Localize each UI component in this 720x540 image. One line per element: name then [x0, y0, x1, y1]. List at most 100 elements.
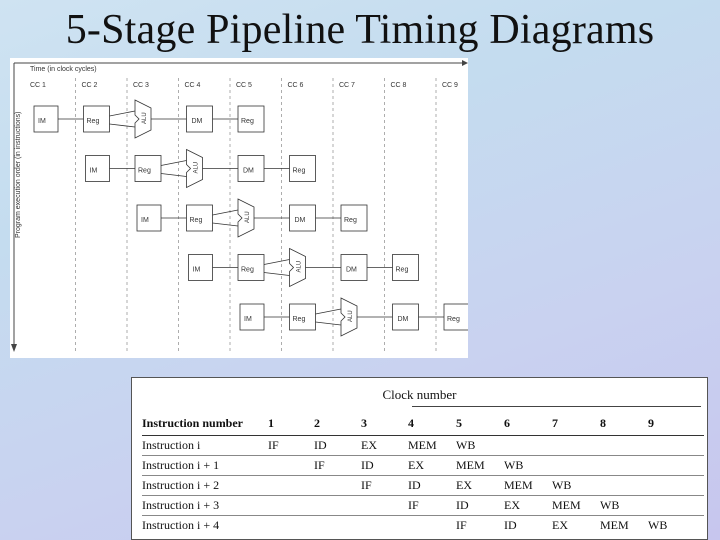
- im-label: IM: [90, 168, 98, 175]
- reg-label: Reg: [87, 118, 100, 125]
- pipe-wire: [315, 321, 342, 326]
- stage-cell: WB: [552, 475, 600, 496]
- alu-label: ALU: [142, 112, 148, 124]
- reg-write-box: [443, 303, 468, 331]
- time-axis-label: Time (in clock cycles): [30, 66, 97, 73]
- stage-cell: ID: [361, 455, 408, 476]
- header-clock-6: 6: [504, 411, 552, 436]
- pipe-wire: [263, 272, 290, 276]
- dm-box: [237, 155, 265, 182]
- instruction-name: Instruction i: [142, 435, 268, 456]
- order-axis-arrowhead: [11, 344, 17, 352]
- reg-label: Reg: [138, 168, 151, 175]
- clock-table-header-row: Instruction number 1 2 3 4 5 6 7 8 9: [142, 411, 704, 436]
- stage-cell: [314, 495, 361, 516]
- stage-cell: [648, 435, 704, 456]
- cycle-label: CC 1: [30, 82, 46, 89]
- stage-cell: [408, 516, 456, 536]
- stage-cell: WB: [600, 495, 648, 516]
- stage-cell: [314, 516, 361, 536]
- cycle-label: CC 6: [288, 82, 304, 89]
- dm-label: DM: [243, 168, 254, 175]
- cycle-label: CC 3: [133, 82, 149, 89]
- stage-cell: ID: [504, 518, 517, 532]
- stage-cell: WB: [504, 455, 552, 476]
- pipe-wire: [212, 222, 239, 227]
- im-label: IM: [38, 118, 46, 125]
- pipe-wire: [109, 123, 136, 128]
- pipe-wire: [212, 209, 239, 216]
- im-label: IM: [244, 316, 252, 323]
- im-label: IM: [141, 217, 149, 224]
- cycle-label: CC 7: [339, 82, 355, 89]
- reg-write-box: [340, 204, 368, 232]
- stage-cell: EX: [408, 455, 456, 476]
- header-clock-7: 7: [552, 411, 600, 436]
- stage-cell: EX: [361, 435, 408, 456]
- header-instruction-number: Instruction number: [142, 411, 268, 436]
- stage-cell: [600, 455, 648, 476]
- stage-cell: [600, 435, 648, 456]
- instruction-name: Instruction i + 2: [142, 475, 268, 496]
- stage-cell: [648, 475, 704, 496]
- stage-cell: [361, 516, 408, 536]
- stage-cell: [314, 475, 361, 496]
- header-clock-4: 4: [408, 411, 456, 436]
- pipe-wire: [263, 259, 290, 265]
- reg-write-box: [289, 155, 316, 182]
- reg-label: Reg: [241, 267, 254, 274]
- cycle-label: CC 8: [391, 82, 407, 89]
- stage-cell: ID: [408, 475, 456, 496]
- table-row: Instruction i + 1 IF ID EX MEM WB: [142, 455, 704, 476]
- slide-title: 5-Stage Pipeline Timing Diagrams: [65, 7, 655, 53]
- alu-shape: [340, 297, 358, 337]
- stage-cell: IF: [314, 455, 361, 476]
- alu-label: ALU: [194, 162, 200, 174]
- stage-cell: IF: [456, 518, 467, 532]
- instruction-name: Instruction i + 3: [142, 495, 268, 516]
- cycle-label: CC 9: [442, 82, 458, 89]
- dm-box: [392, 303, 419, 331]
- order-axis-label: Program execution order (in instructions…: [15, 112, 22, 238]
- reg-label: Reg: [344, 217, 357, 224]
- header-clock-1: 1: [268, 411, 314, 436]
- clock-table-title: Clock number: [382, 387, 457, 402]
- table-row: Instruction i IF ID EX MEM WB: [142, 435, 704, 456]
- stage-cell: [268, 455, 314, 476]
- reg-read-box: [237, 254, 265, 281]
- stage-cell: [504, 435, 552, 456]
- stage-cell: WB: [648, 518, 668, 532]
- stage-cell: [648, 495, 704, 516]
- time-axis-arrowhead: [462, 60, 468, 66]
- stage-cell: EX: [552, 518, 568, 532]
- stage-cell: [361, 495, 408, 516]
- reg-label: Reg: [293, 316, 306, 323]
- dm-box: [186, 105, 213, 133]
- reg-label: Reg: [447, 316, 460, 323]
- clock-table-panel: Clock number Instruction number 1 2 3 4 …: [131, 377, 708, 540]
- stage-cell: MEM: [456, 455, 504, 476]
- cycle-label: CC 5: [236, 82, 252, 89]
- alu-label: ALU: [245, 211, 251, 223]
- alu-label: ALU: [297, 261, 303, 273]
- header-clock-2: 2: [314, 411, 361, 436]
- dm-box: [340, 254, 368, 281]
- stage-cell: [648, 455, 704, 476]
- reg-label: Reg: [293, 168, 306, 175]
- dm-label: DM: [346, 267, 357, 274]
- reg-write-box: [237, 105, 265, 133]
- stage-cell: MEM: [504, 475, 552, 496]
- im-label: IM: [193, 267, 201, 274]
- header-clock-8: 8: [600, 411, 648, 436]
- cycle-label: CC 4: [185, 82, 201, 89]
- instruction-name: Instruction i + 1: [142, 455, 268, 476]
- reg-read-box: [289, 303, 316, 331]
- stage-cell: [552, 455, 600, 476]
- stage-cell: IF: [408, 495, 456, 516]
- dm-label: DM: [295, 217, 306, 224]
- stage-cell: EX: [504, 495, 552, 516]
- im-box: [136, 204, 162, 232]
- stage-cell: [268, 495, 314, 516]
- table-row: Instruction i + 3 IF ID EX MEM WB: [142, 495, 704, 516]
- header-clock-5: 5: [456, 411, 504, 436]
